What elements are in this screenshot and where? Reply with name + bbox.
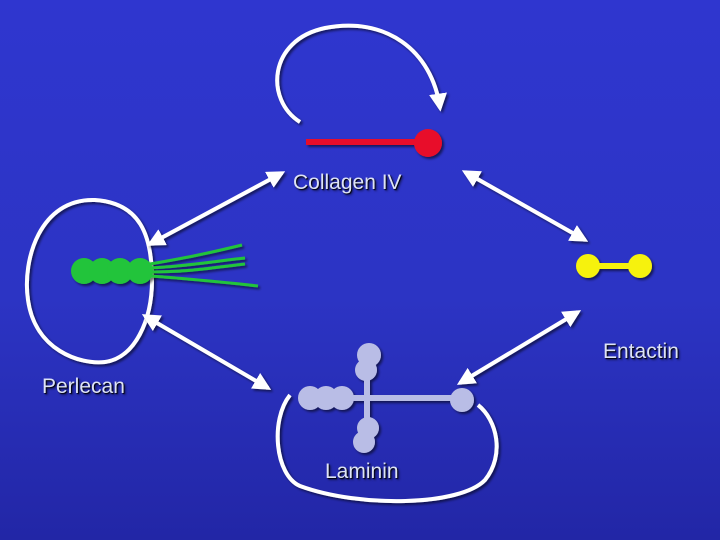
arrow-collagen-perlecan [146,171,286,246]
perlecan-molecule [71,243,259,288]
collagen-iv-label: Collagen IV [293,171,402,194]
arrow-collagen-entactin [461,170,589,242]
laminin-label: Laminin [325,460,399,483]
entactin-label: Entactin [603,340,679,363]
collagen-self-assembly-arrow [275,23,447,124]
collagen-iv-molecule [306,129,442,157]
arrow-entactin-laminin [456,310,582,385]
laminin-molecule [298,343,474,453]
entactin-molecule [576,254,652,278]
perlecan-label: Perlecan [42,375,125,398]
arrow-perlecan-laminin [141,314,272,390]
laminin-self-loop [275,393,499,504]
